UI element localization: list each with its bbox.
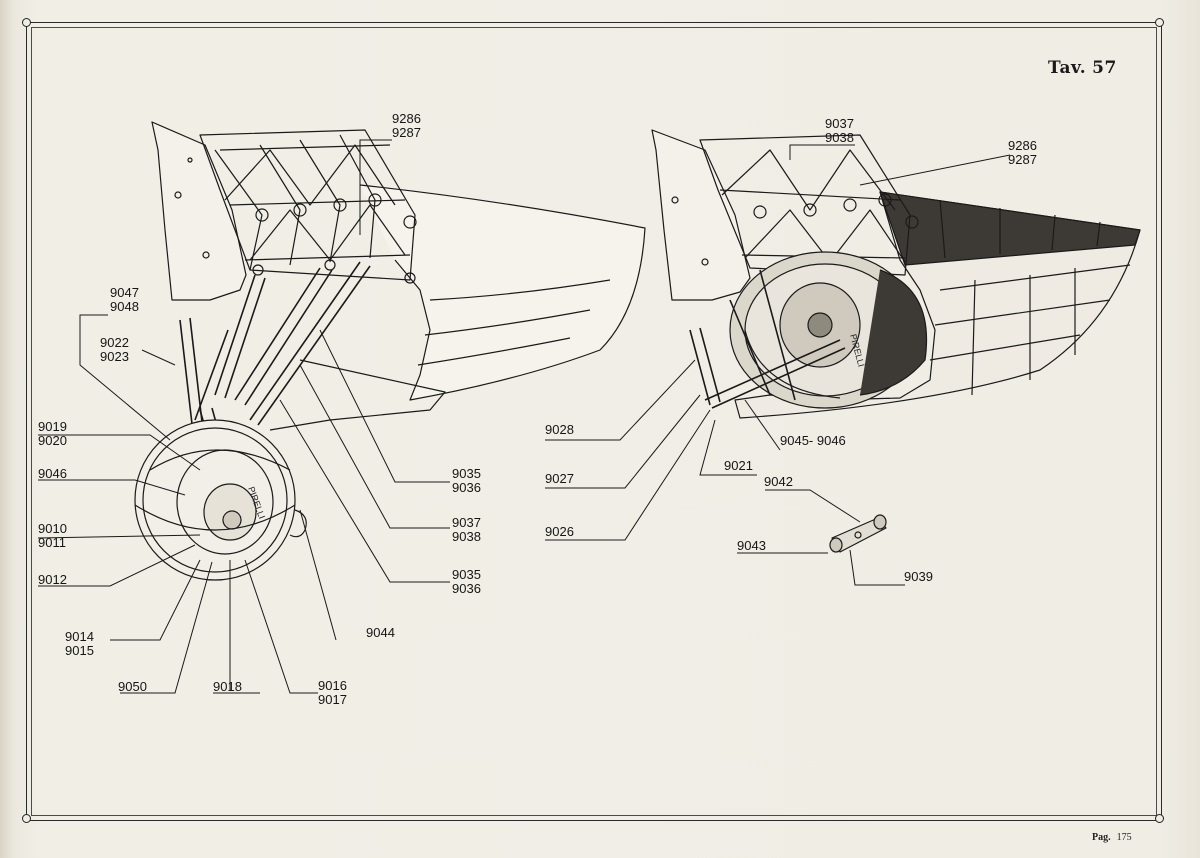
callout-9044: 9044 [366, 625, 395, 640]
callout-9027: 9027 [545, 471, 574, 486]
page-frame-outer [26, 22, 1162, 821]
right-fuselage-interior [879, 191, 1141, 266]
frame-corner-ornament [22, 18, 31, 27]
left-bulkhead-panel [151, 121, 247, 301]
callout-leader-lines [37, 139, 1011, 694]
frame-corner-ornament [1155, 18, 1164, 27]
callout-9043: 9043 [737, 538, 766, 553]
page-frame-inner [31, 27, 1157, 816]
frame-corner-ornament [1155, 814, 1164, 823]
right-wheel [729, 251, 928, 409]
callout-9018: 9018 [213, 679, 242, 694]
callout-9045-9046: 9045- 9046 [780, 433, 846, 448]
left-truss-frame [199, 129, 417, 284]
callout-9042: 9042 [764, 474, 793, 489]
right-landing-struts [689, 269, 846, 409]
callout-9012: 9012 [38, 572, 67, 587]
callout-9026: 9026 [545, 524, 574, 539]
left-wing-fairing [359, 184, 646, 401]
detail-pin-part [829, 514, 887, 553]
left-wheel [134, 419, 307, 581]
right-bulkhead-panel [651, 129, 751, 301]
callout-9050: 9050 [118, 679, 147, 694]
callout-9021: 9021 [724, 458, 753, 473]
plate-title: Tav.57 [1048, 58, 1117, 78]
callout-9046: 9046 [38, 466, 67, 481]
page-number: Pag.175 [1092, 832, 1132, 843]
frame-corner-ornament [22, 814, 31, 823]
callout-9028: 9028 [545, 422, 574, 437]
callout-9039: 9039 [904, 569, 933, 584]
